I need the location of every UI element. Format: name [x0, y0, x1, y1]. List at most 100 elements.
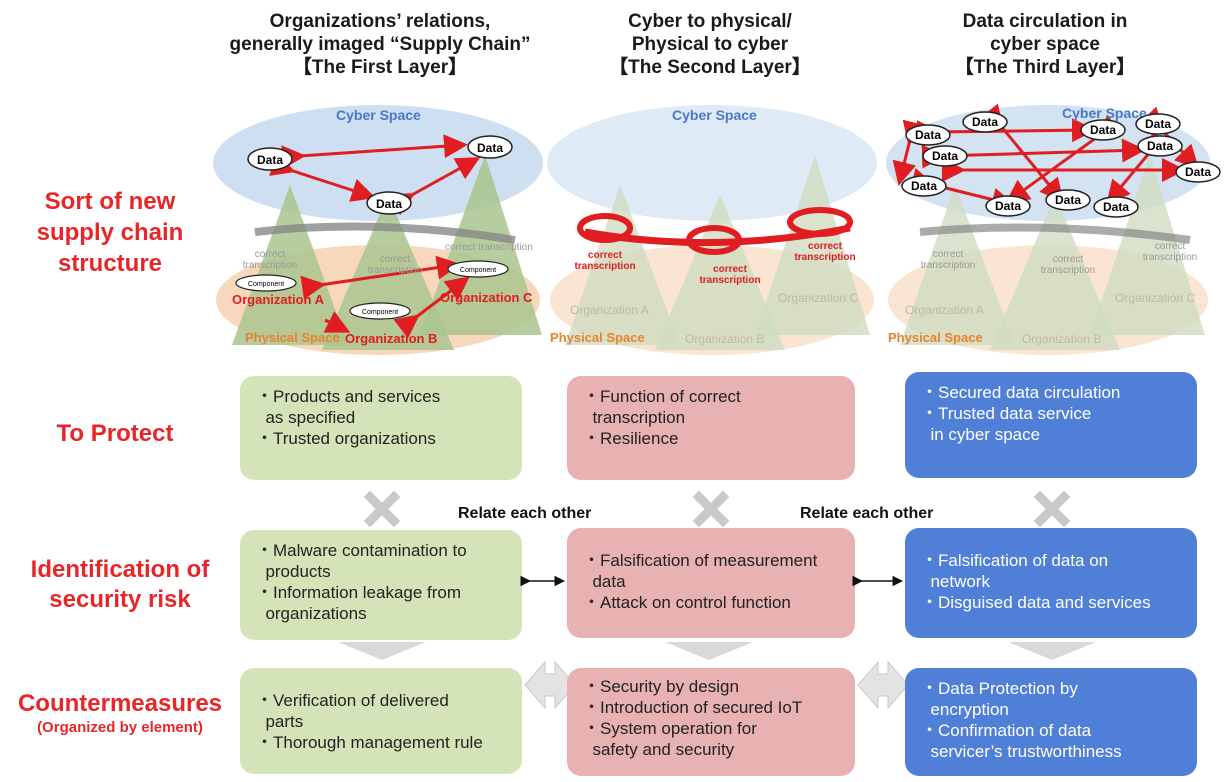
- box-line: as specified: [256, 408, 356, 427]
- header-line: generally imaged “Supply Chain”: [229, 34, 531, 55]
- transcription-label: transcription: [699, 275, 760, 286]
- protect-box-layer-2: ・Function of correct transcription ・Resi…: [567, 376, 855, 480]
- box-line: ・Information leakage from: [256, 583, 462, 602]
- transcription-label: transcription: [1041, 265, 1095, 276]
- header-line: 【The Second Layer】: [609, 57, 811, 78]
- cyber-space-label: Cyber Space: [1062, 105, 1147, 121]
- data-node-label: Data: [257, 153, 283, 167]
- physical-space-label: Physical Space: [550, 330, 645, 345]
- box-line: ・Disguised data and services: [921, 593, 1151, 612]
- data-node: [905, 124, 951, 146]
- box-line: ・Introduction of secured IoT: [583, 698, 803, 717]
- box-line: ・Security by design: [583, 677, 739, 696]
- component-node: [235, 274, 297, 292]
- counter-box-layer-2: ・Security by design ・Introduction of sec…: [567, 668, 855, 776]
- counter-box-layer-3: ・Data Protection by encryption ・Confirma…: [905, 668, 1197, 776]
- transcription-label: correct: [255, 249, 286, 260]
- physical-space-label: Physical Space: [245, 330, 340, 345]
- box-line: ・Secured data circulation: [921, 383, 1121, 402]
- row-label-protect: To Protect: [56, 420, 174, 447]
- transcription-ring: [254, 222, 516, 244]
- transcription-label: correct: [1155, 241, 1186, 252]
- org-c-pyramid: [1090, 155, 1205, 335]
- row-label-structure: Sort of new supply chain structure: [10, 186, 210, 279]
- box-line: ・Trusted organizations: [256, 429, 436, 448]
- data-node: [247, 147, 293, 171]
- box-line: ・System operation for: [583, 719, 757, 738]
- org-label: Organization B: [1022, 332, 1101, 346]
- data-node: [467, 135, 513, 159]
- data-node-label: Data: [1090, 123, 1116, 137]
- transcription-loop: [787, 207, 853, 237]
- diagram-layer-2: Cyber Space correct transcription correc…: [547, 105, 877, 355]
- relate-label-1: Relate each other: [458, 505, 592, 522]
- row-label-line: Countermeasures: [17, 690, 223, 717]
- org-a-pyramid: [565, 185, 680, 345]
- box-line: organizations: [256, 604, 367, 623]
- component-node-label: Component: [460, 267, 496, 274]
- data-flow-arrow: [388, 157, 481, 216]
- data-flow-arrow: [269, 153, 376, 202]
- box-line: ・Verification of delivered: [256, 691, 449, 710]
- protect-box-layer-1: ・Products and services as specified ・Tru…: [240, 376, 522, 480]
- org-b-pyramid: [990, 195, 1120, 350]
- box-line: ・Resilience: [583, 429, 679, 448]
- org-a-pyramid: [232, 185, 348, 345]
- transcription-label: transcription: [368, 265, 422, 276]
- data-flow-arrow: [892, 119, 927, 186]
- header-layer-1: Organizations’ relations, generally imag…: [190, 10, 570, 79]
- transcription-label: correct transcription: [445, 242, 533, 253]
- box-line: network: [921, 572, 990, 591]
- org-label: Organization A: [570, 303, 649, 317]
- data-node-label: Data: [1145, 117, 1171, 131]
- data-node-label: Data: [972, 115, 998, 129]
- cyber-space-label: Cyber Space: [336, 107, 421, 123]
- data-node-label: Data: [915, 128, 941, 142]
- box-line: in cyber space: [921, 425, 1041, 444]
- org-label: Organization B: [685, 332, 764, 346]
- data-flow-arrow: [916, 118, 1096, 145]
- box-line: ・Data Protection by: [921, 679, 1078, 698]
- data-node: [901, 175, 947, 197]
- box-line: ・Products and services: [256, 387, 441, 406]
- box-line: products: [256, 562, 331, 581]
- data-node-label: Data: [995, 199, 1021, 213]
- cross-icon: [1033, 490, 1071, 528]
- risk-box-layer-3: ・Falsification of data on network ・Disgu…: [905, 528, 1197, 638]
- transcription-label: correct: [713, 264, 748, 275]
- data-node: [366, 191, 412, 215]
- box-line: ・Function of correct: [583, 387, 741, 406]
- data-node-label: Data: [477, 141, 503, 155]
- header-layer-2: Cyber to physical/ Physical to cyber 【Th…: [560, 10, 860, 79]
- data-node: [922, 145, 968, 167]
- row-label-sub: (Organized by element): [37, 719, 203, 736]
- data-node-label: Data: [911, 179, 937, 193]
- row-label-line: structure: [57, 250, 163, 277]
- transcription-label: correct: [588, 250, 623, 261]
- org-b-pyramid: [655, 195, 785, 350]
- org-label: Organization A: [232, 292, 325, 307]
- transcription-label: correct: [808, 241, 843, 252]
- box-line: ・Trusted data service: [921, 404, 1092, 423]
- row-label-line: Sort of new: [44, 188, 176, 215]
- box-line: ・Malware contamination to: [256, 541, 467, 560]
- transcription-label: transcription: [574, 261, 635, 272]
- component-node: [349, 302, 411, 320]
- row-label-countermeasures: Countermeasures (Organized by element): [0, 690, 240, 738]
- relate-label-2: Relate each other: [800, 505, 934, 522]
- header-line: 【The First Layer】: [292, 57, 468, 78]
- org-a-pyramid: [900, 185, 1015, 345]
- connector-arrows: [338, 575, 1096, 710]
- component-flow-arrow: [323, 311, 351, 333]
- data-node: [1080, 119, 1126, 141]
- box-line: ・Falsification of measurement: [583, 551, 818, 570]
- header-layer-3: Data circulation in cyber space 【The Thi…: [900, 10, 1190, 79]
- component-flow-arrow: [300, 255, 461, 300]
- component-node: [447, 260, 509, 278]
- transcription-label: correct: [933, 249, 964, 260]
- risk-box-layer-2: ・Falsification of measurement data ・Atta…: [567, 528, 855, 638]
- transcription-ring: [919, 223, 1191, 244]
- row-label-line: security risk: [49, 586, 191, 613]
- down-arrow: [1008, 642, 1096, 660]
